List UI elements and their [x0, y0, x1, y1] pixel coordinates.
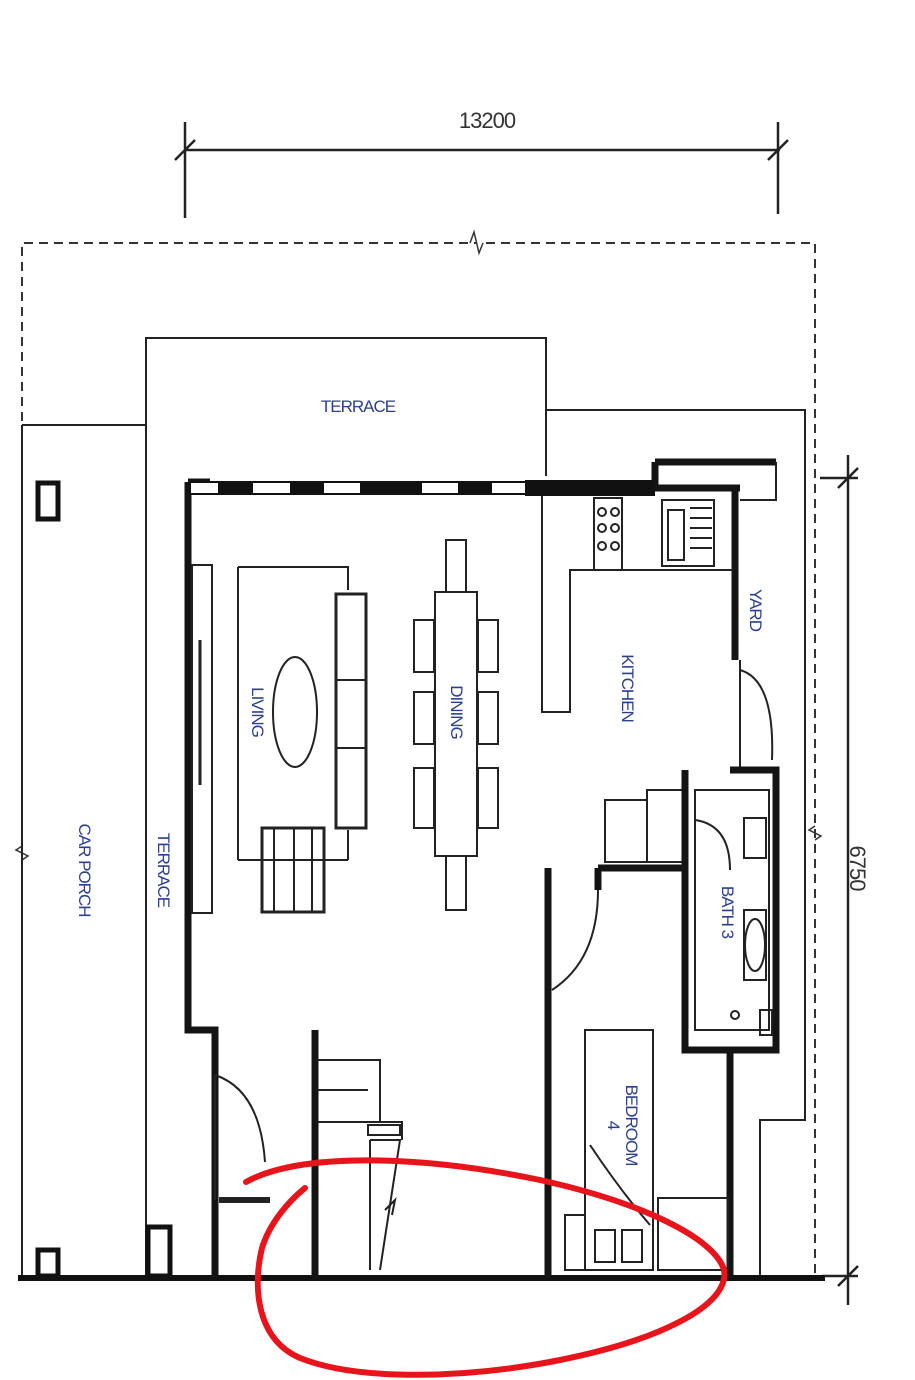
bedroom-label: BEDROOM [622, 1085, 641, 1166]
terrace-outline [21, 337, 806, 1276]
boundary-break-marks [14, 229, 823, 861]
top-wall [189, 480, 655, 496]
terrace-top-label: TERRACE [321, 397, 396, 416]
depth-dimension [820, 455, 859, 1305]
staircase [318, 1059, 403, 1271]
terrace-side-label: TERRACE [154, 833, 173, 908]
yard-label: YARD [746, 589, 765, 632]
width-dimension [174, 122, 789, 218]
living-label: LIVING [248, 687, 267, 737]
width-dimension-label: 13200 [459, 108, 516, 133]
porch-column [35, 480, 61, 522]
bath-fixtures [694, 789, 773, 1036]
bath-walls [598, 766, 780, 1054]
left-wall-opening [191, 564, 213, 914]
living-furniture [237, 566, 368, 914]
red-circle-annotation [243, 1157, 728, 1378]
entry-door [214, 1074, 270, 1203]
corridor-door [551, 889, 599, 991]
dining-label: DINING [447, 685, 466, 739]
porch-column [145, 1224, 173, 1279]
kitchen-label: KITCHEN [618, 654, 637, 722]
site-boundary [21, 242, 816, 1276]
porch-column [35, 1247, 61, 1279]
bedroom-number-label: 4 [604, 1121, 623, 1130]
bedroom-fixtures [564, 1029, 729, 1271]
yard-area [739, 462, 777, 770]
depth-dimension-label: 6750 [845, 846, 870, 892]
internal-walls [311, 868, 734, 1278]
dining-table [413, 539, 499, 911]
car-porch-label: CAR PORCH [75, 823, 94, 916]
bath-label: BATH 3 [718, 886, 737, 939]
